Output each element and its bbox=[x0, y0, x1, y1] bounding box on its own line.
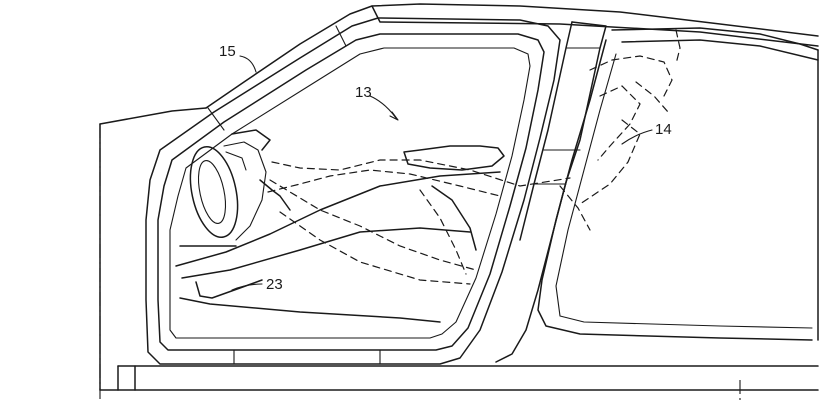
front-door-frame bbox=[145, 17, 561, 365]
vehicle-body-outline bbox=[99, 3, 819, 401]
rear-door-frame bbox=[537, 27, 819, 341]
steering-wheel bbox=[179, 129, 271, 247]
hidden-lines bbox=[267, 29, 681, 285]
front-occupant bbox=[175, 145, 505, 323]
ref-numeral-23: 23 bbox=[266, 276, 283, 293]
ref-numeral-14: 14 bbox=[655, 121, 672, 138]
b-pillar bbox=[495, 21, 607, 363]
ref-numeral-15: 15 bbox=[219, 43, 236, 60]
leader-lines bbox=[231, 55, 653, 291]
ref-numeral-13: 13 bbox=[355, 84, 372, 101]
